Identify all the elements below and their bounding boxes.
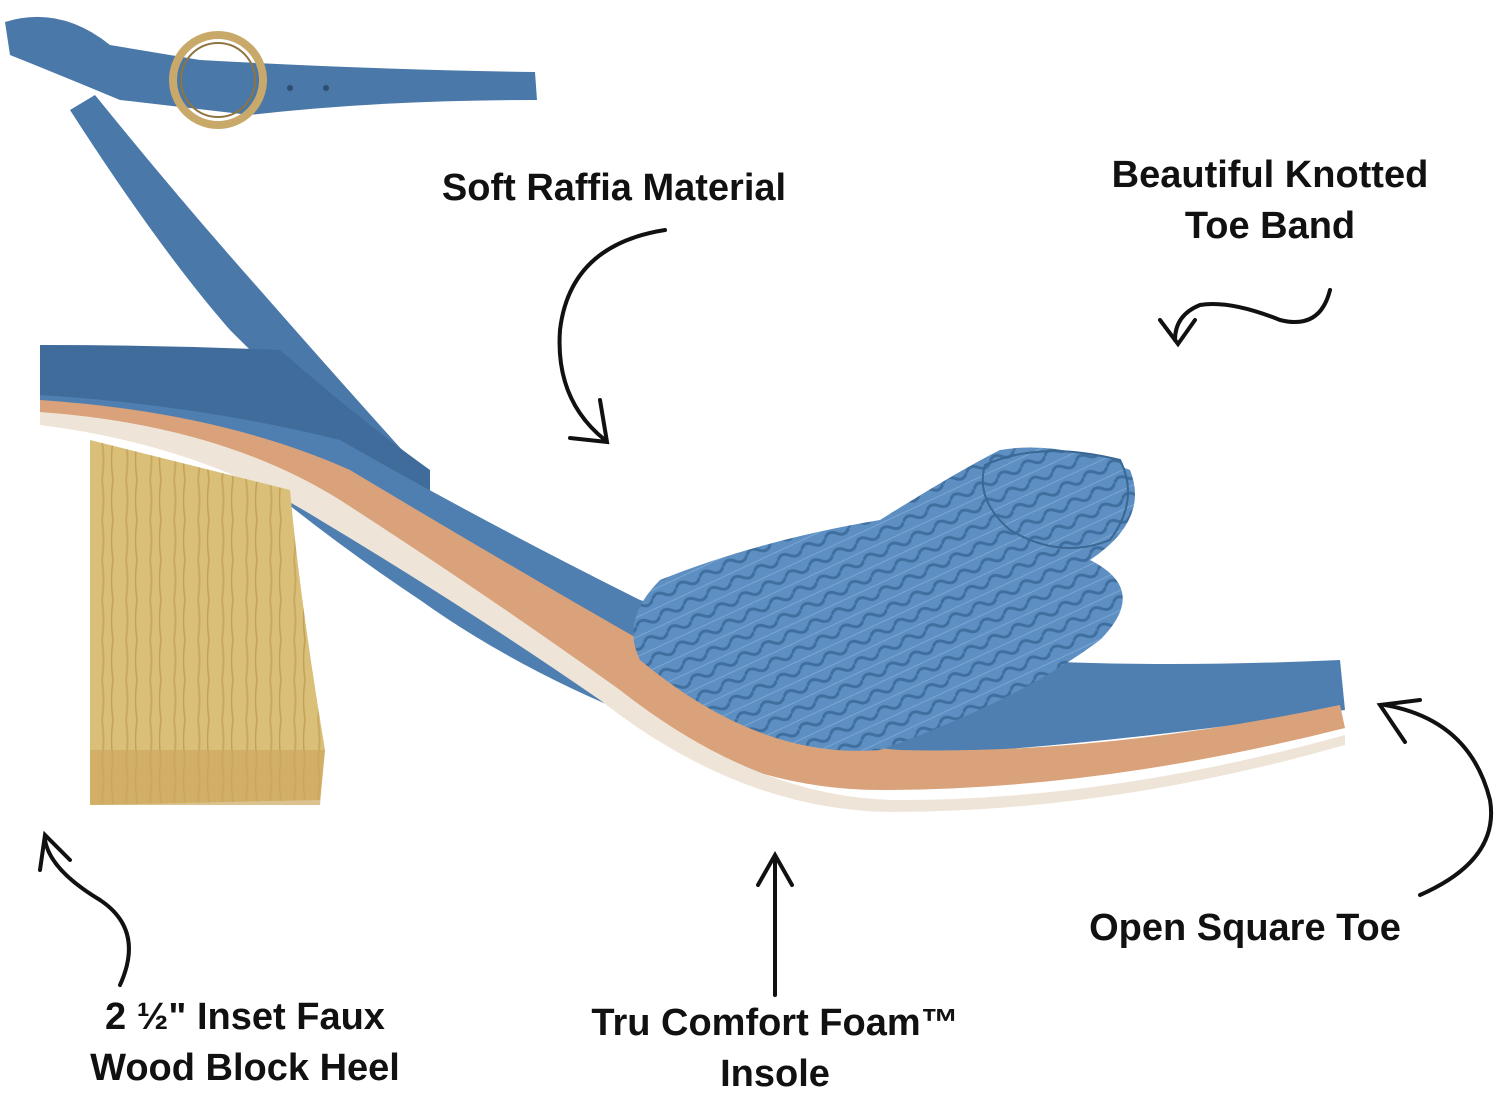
callout-knot-line2: Toe Band xyxy=(1184,205,1356,248)
callout-insole: Tru Comfort Foam™ Insole xyxy=(555,998,995,1101)
arrowhead-toe-icon xyxy=(1376,698,1422,744)
sandal xyxy=(5,16,1345,812)
callout-raffia-material: Soft Raffia Material xyxy=(414,163,814,214)
callout-raffia-line1: Soft Raffia Material xyxy=(441,167,787,209)
arrowhead-heel-icon xyxy=(38,830,72,872)
callout-knotted-toe-band: Beautiful Knotted Toe Band xyxy=(1085,150,1455,253)
callout-arrows xyxy=(38,228,1494,997)
heel-cap xyxy=(90,750,325,805)
sole-edge xyxy=(40,412,1345,812)
callout-heel-line1: 2 ½" Inset Faux xyxy=(105,996,385,1038)
callout-insole-line2: Insole xyxy=(720,1053,830,1096)
sole xyxy=(40,400,1345,790)
callout-heel-line2: Wood Block Heel xyxy=(90,1047,400,1090)
arrow-heel-icon xyxy=(43,838,131,987)
arrowhead-insole-icon xyxy=(756,850,794,887)
buckle-icon xyxy=(169,31,267,129)
arrow-raffia-icon xyxy=(557,228,667,442)
arrow-knot-icon xyxy=(1173,288,1332,342)
callout-insole-line1: Tru Comfort Foam™ xyxy=(591,1002,959,1044)
knot xyxy=(981,450,1129,549)
ankle-strap xyxy=(5,16,537,115)
callout-knot-line1: Beautiful Knotted xyxy=(1111,154,1429,196)
strap-hole-icon xyxy=(323,85,329,91)
callout-open-square-toe: Open Square Toe xyxy=(1060,903,1430,954)
arrowhead-raffia-icon xyxy=(568,398,610,445)
heel-counter xyxy=(40,345,430,530)
wood-block-heel xyxy=(90,440,325,805)
strap-hole-icon xyxy=(287,85,293,91)
callout-block-heel: 2 ½" Inset Faux Wood Block Heel xyxy=(55,992,435,1095)
arrowhead-knot-icon xyxy=(1158,318,1197,348)
callout-toe-line1: Open Square Toe xyxy=(1089,907,1401,949)
arrow-toe-icon xyxy=(1383,703,1494,897)
